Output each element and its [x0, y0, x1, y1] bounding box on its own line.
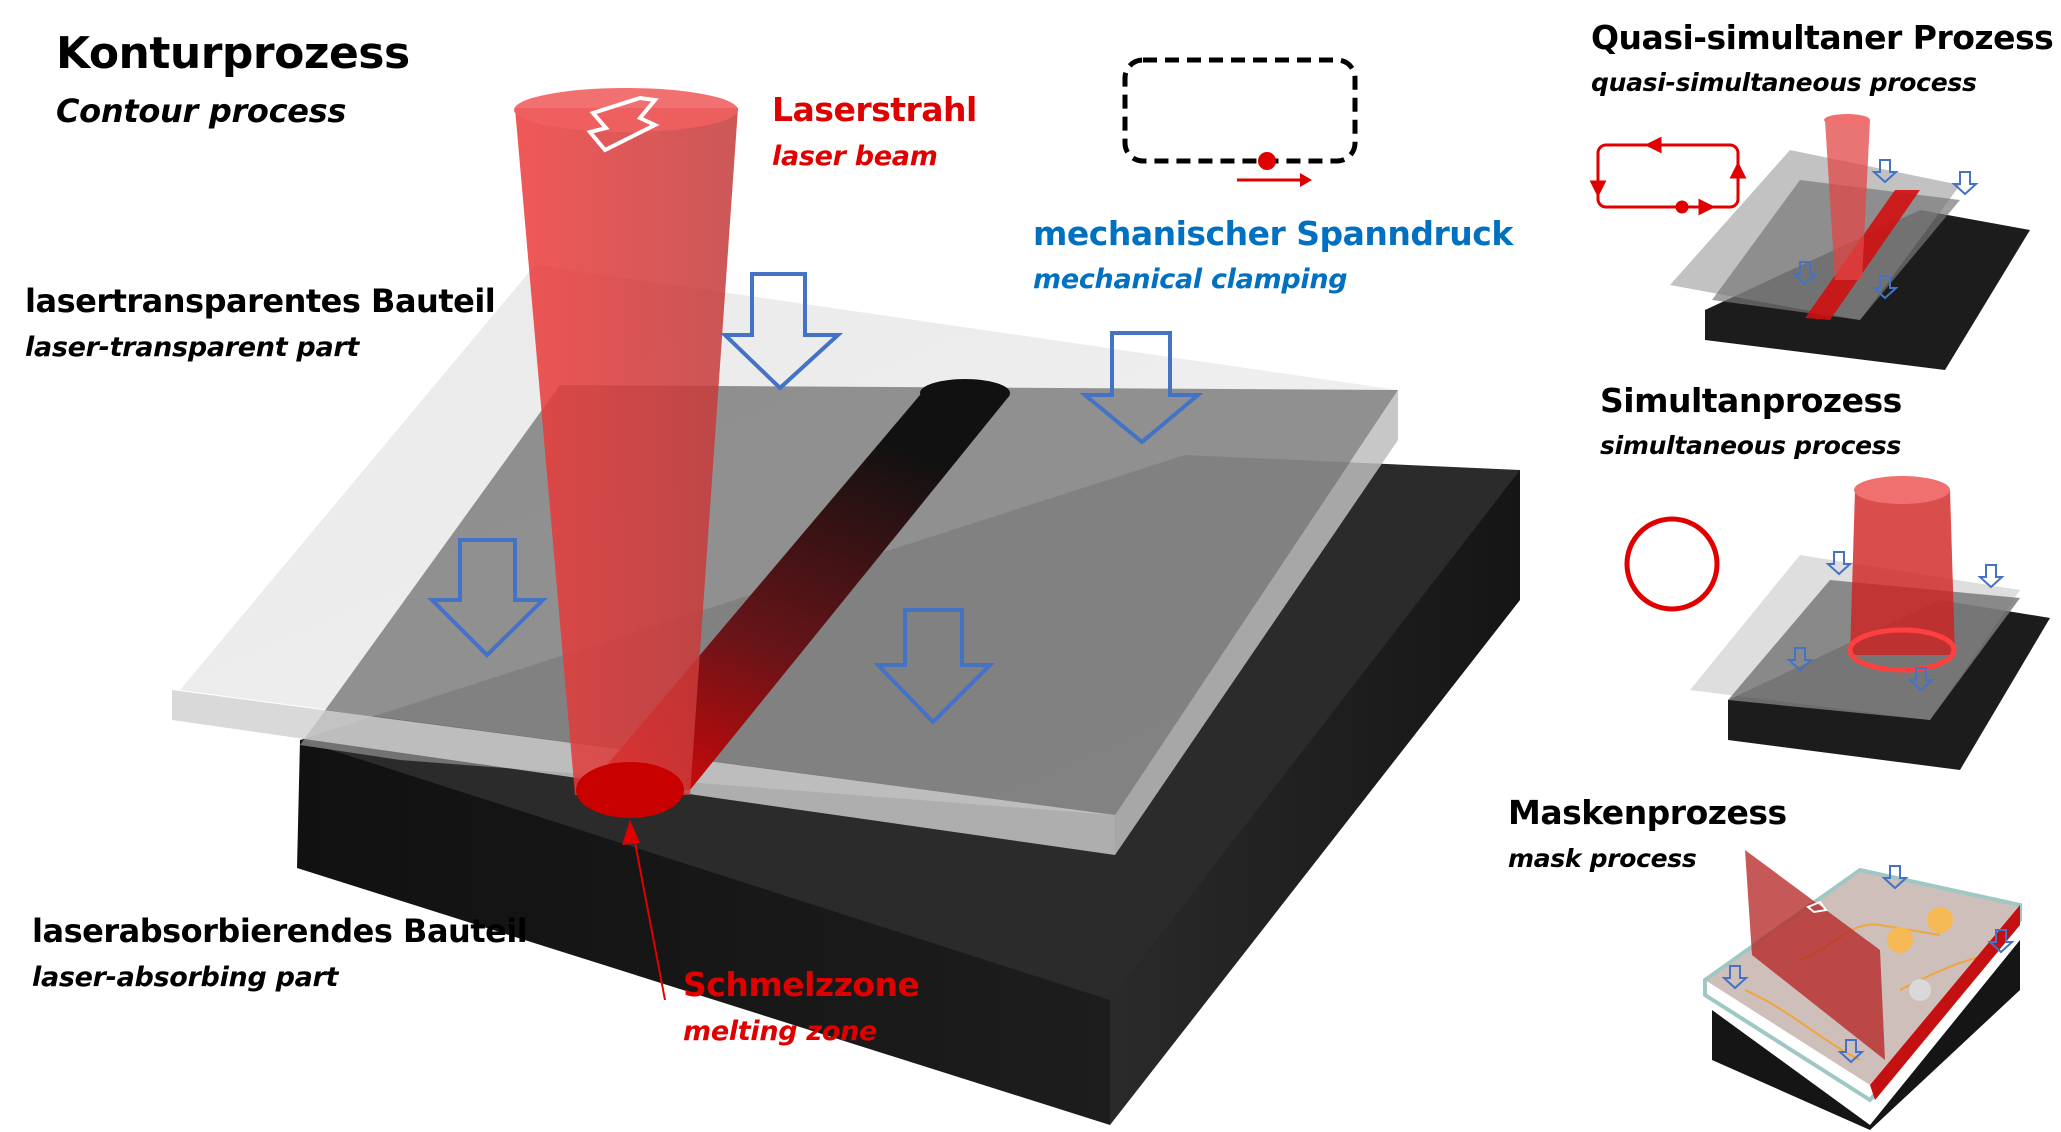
absorbing-part-label-en: laser-absorbing part — [32, 962, 339, 993]
clamp-arrow-icon — [1786, 647, 1814, 672]
laser-beam-label: Laserstrahl — [772, 90, 977, 129]
loop-arrowhead — [1589, 180, 1607, 198]
loop-arrowhead — [1698, 198, 1716, 216]
main-title: Konturprozess — [56, 28, 410, 79]
dashed-contour-path-icon — [1122, 57, 1358, 187]
clamp-arrow-icon — [1951, 171, 1979, 196]
clamp-arrow-icon — [1791, 261, 1819, 286]
clamp-arrow-icon — [1837, 1039, 1865, 1064]
mask-circuit-pad — [1927, 907, 1953, 933]
clamp-arrow-icon — [1977, 564, 2005, 589]
qs-laser-beam-top — [1824, 114, 1870, 126]
laser-beam-cone — [515, 108, 738, 795]
clamp-arrow-icon — [720, 272, 844, 391]
melting-zone-label: Schmelzzone — [683, 965, 920, 1004]
sim-laser-beam — [1850, 490, 1955, 655]
absorbing-part-label: laserabsorbierendes Bauteil — [32, 912, 528, 950]
quasi-simultaneous-title: Quasi-simultaner Prozess — [1591, 18, 2054, 57]
clamping-label: mechanischer Spanndruck — [1033, 214, 1513, 253]
simultaneous-illustration — [1624, 476, 2050, 770]
laser-beam — [514, 88, 738, 818]
simultaneous-title: Simultanprozess — [1600, 381, 1902, 420]
loop-laser-position — [1675, 200, 1689, 214]
qs-clamp-arrows — [1791, 159, 1979, 300]
main-subtitle: Contour process — [56, 92, 347, 130]
melting-zone-pointer-head — [622, 820, 640, 845]
loop-path-outline — [1596, 143, 1740, 209]
clamp-arrow-icon — [1907, 667, 1935, 692]
beam-direction-arrow-icon — [586, 95, 660, 153]
sim-clamp-arrows — [1786, 551, 2005, 692]
mask-seam — [1870, 905, 2020, 1100]
quasi-simultaneous-subtitle: quasi-simultaneous process — [1591, 68, 1977, 97]
melting-zone-pointer-line — [632, 831, 666, 1001]
mask-circuit-pad — [1887, 927, 1913, 953]
laser-beam-top — [514, 88, 738, 132]
clamp-arrow-icon — [1871, 159, 1899, 184]
closed-loop-path-icon — [1589, 136, 1747, 216]
mask-absorbing-part — [1712, 940, 2020, 1130]
clamp-arrow-icon — [1721, 965, 1749, 990]
simultaneous-subtitle: simultaneous process — [1600, 431, 1901, 460]
contour-laser-position — [1258, 152, 1276, 170]
sim-melting-ring — [1847, 627, 1957, 673]
loop-arrowhead — [1644, 136, 1662, 154]
clamp-arrow-icon — [1881, 865, 1909, 890]
contour-direction-arrowhead — [1300, 173, 1312, 187]
clamp-arrow-icon — [427, 538, 548, 658]
clamp-arrow-icon — [1079, 331, 1204, 445]
contour-path-outline — [1122, 57, 1358, 164]
mask-clamp-arrows — [1721, 865, 2015, 1064]
mask-illustration — [1703, 850, 2022, 1130]
quasi-simultaneous-illustration — [1589, 114, 2030, 370]
mask-process-subtitle: mask process — [1508, 844, 1697, 873]
absorbing-part-right — [1110, 470, 1520, 1125]
clamping-label-en: mechanical clamping — [1033, 264, 1348, 295]
transparent-part-label: lasertransparentes Bauteil — [25, 282, 496, 320]
clamp-arrow-icon — [1987, 929, 2015, 954]
clamp-arrow-icon — [1871, 275, 1899, 300]
mask-process-title: Maskenprozess — [1508, 793, 1787, 832]
clamping-arrows — [427, 272, 1204, 725]
weld-seam-end — [920, 379, 1010, 407]
mask-direction-arrow-icon — [1806, 900, 1828, 914]
mask-laser-plane — [1745, 850, 1885, 1060]
circle-path-icon — [1624, 516, 1720, 612]
transparent-part-right — [1115, 390, 1398, 855]
absorbing-part-front — [297, 740, 1110, 1125]
melting-spot — [576, 762, 684, 818]
laser-beam-label-en: laser beam — [772, 141, 938, 172]
melting-zone-pointer — [622, 820, 666, 1001]
qs-laser-beam — [1825, 120, 1870, 280]
mask-circuit-pad — [1909, 979, 1931, 1001]
clamp-arrow-icon — [873, 608, 995, 725]
clamp-arrow-icon — [1825, 551, 1853, 576]
melting-zone-label-en: melting zone — [683, 1016, 878, 1047]
sim-laser-beam-top — [1854, 476, 1950, 504]
transparent-part-label-en: laser-transparent part — [25, 332, 359, 363]
loop-arrowhead — [1729, 161, 1747, 179]
